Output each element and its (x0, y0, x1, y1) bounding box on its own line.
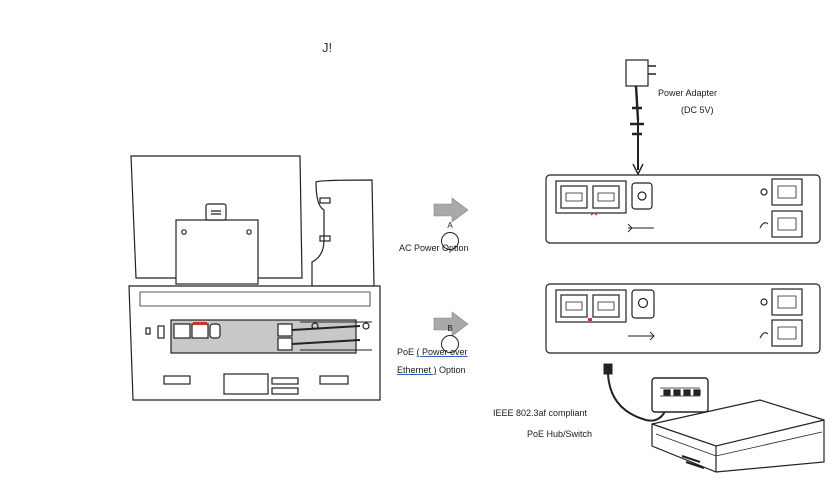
power-adapter-illustration (625, 59, 656, 176)
poe-switch-illustration (651, 377, 825, 473)
ethernet-link[interactable]: Ethernet ) (397, 365, 437, 375)
ac-power-option-label: AC Power Option (399, 243, 469, 253)
poe-switch-label-line1: IEEE 802.3af compliant (493, 408, 588, 418)
connector-panel-poe (545, 283, 821, 354)
option-a-letter: A (447, 221, 453, 230)
option-b-letter: B (447, 324, 453, 333)
option-b-marker: B (441, 324, 459, 353)
poe-option-label-line1: PoE ( Power over (397, 346, 468, 358)
arrow-option-a (433, 197, 469, 223)
option-suffix: Option (436, 365, 466, 375)
poe-option-label-line2: Ethernet ) Option (397, 364, 466, 376)
ethernet-cable (603, 363, 669, 422)
arrow-option-b (433, 311, 469, 337)
phone-back-illustration (128, 155, 381, 401)
cropped-text-fragment: J! (322, 40, 333, 55)
poe-prefix: PoE (397, 347, 417, 357)
connector-panel-ac (545, 174, 821, 244)
power-adapter-voltage-label: (DC 5V) (681, 105, 714, 115)
poe-switch-label-line2: PoE Hub/Switch (527, 429, 593, 439)
option-a-marker: A (441, 221, 459, 250)
power-over-link[interactable]: ( Power over (416, 347, 468, 357)
power-adapter-label: Power Adapter (658, 88, 718, 98)
